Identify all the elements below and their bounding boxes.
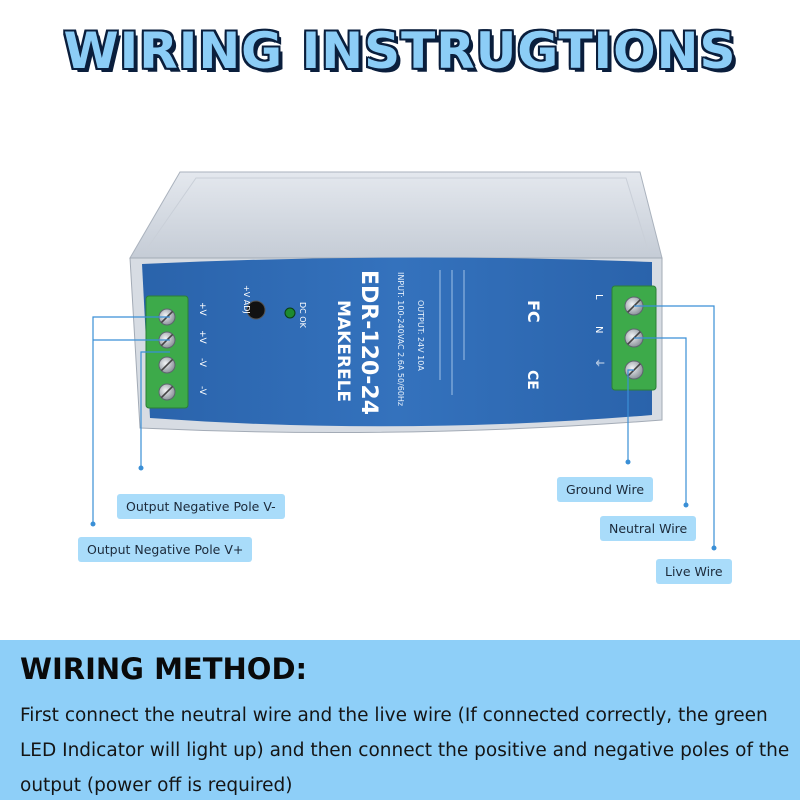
screw-slot [160, 385, 174, 399]
terminal-label-v-plus-1: +V [197, 302, 207, 317]
input-spec: INPUT: 100-240VAC 2.6A 50/60Hz [396, 272, 405, 406]
label-neutral-wire: Neutral Wire [600, 516, 697, 541]
power-supply-diagram: +V +V -V -V +V ADJ DC OK MAKERELE EDR-12… [90, 171, 717, 551]
terminal-label-l: L [593, 294, 604, 300]
model-number: EDR-120-24 [356, 270, 381, 415]
housing-top [129, 171, 663, 259]
terminal-label-v-minus-2: -V [197, 386, 207, 396]
terminal-label-v-minus-1: -V [197, 358, 207, 368]
label-output-negative-v-minus: Output Negative Pole V- [117, 494, 285, 519]
voltage-adjust-knob [246, 300, 266, 320]
leader-line-ground [627, 369, 634, 462]
dc-ok-led [284, 307, 296, 319]
leader-dot [683, 502, 689, 508]
leader-dot [625, 459, 631, 465]
ce-mark: CE [524, 370, 540, 390]
front-label-panel [142, 257, 652, 427]
leader-line-v-plus [92, 316, 170, 524]
adjust-label: +V ADJ [242, 285, 251, 314]
screw-slot [160, 358, 174, 372]
leader-line-v-minus [140, 351, 170, 468]
terminal-label-ground: ⏚ [593, 358, 605, 368]
label-ground-wire: Ground Wire [557, 477, 654, 502]
fcc-mark: FC [524, 300, 543, 323]
leader-line-live [634, 305, 715, 548]
wiring-method-panel: WIRING METHOD: First connect the neutral… [0, 640, 800, 800]
label-output-negative-v-plus: Output Negative Pole V+ [78, 537, 253, 562]
dc-ok-label: DC OK [298, 302, 307, 329]
brand-name: MAKERELE [333, 300, 353, 402]
leader-dot [138, 465, 144, 471]
wiring-method-title: WIRING METHOD: [20, 652, 308, 686]
leader-line-neutral [634, 337, 687, 505]
leader-dot [90, 521, 96, 527]
leader-dot [711, 545, 717, 551]
label-live-wire: Live Wire [656, 559, 732, 584]
housing-top-ridge [145, 177, 649, 251]
terminal-label-n: N [593, 326, 604, 333]
terminal-label-v-plus-2: +V [197, 330, 207, 345]
output-spec: OUTPUT: 24V 10A [416, 300, 425, 371]
page-title: WIRING INSTRUGTIONS [63, 22, 737, 80]
wiring-method-text: First connect the neutral wire and the l… [20, 705, 790, 796]
